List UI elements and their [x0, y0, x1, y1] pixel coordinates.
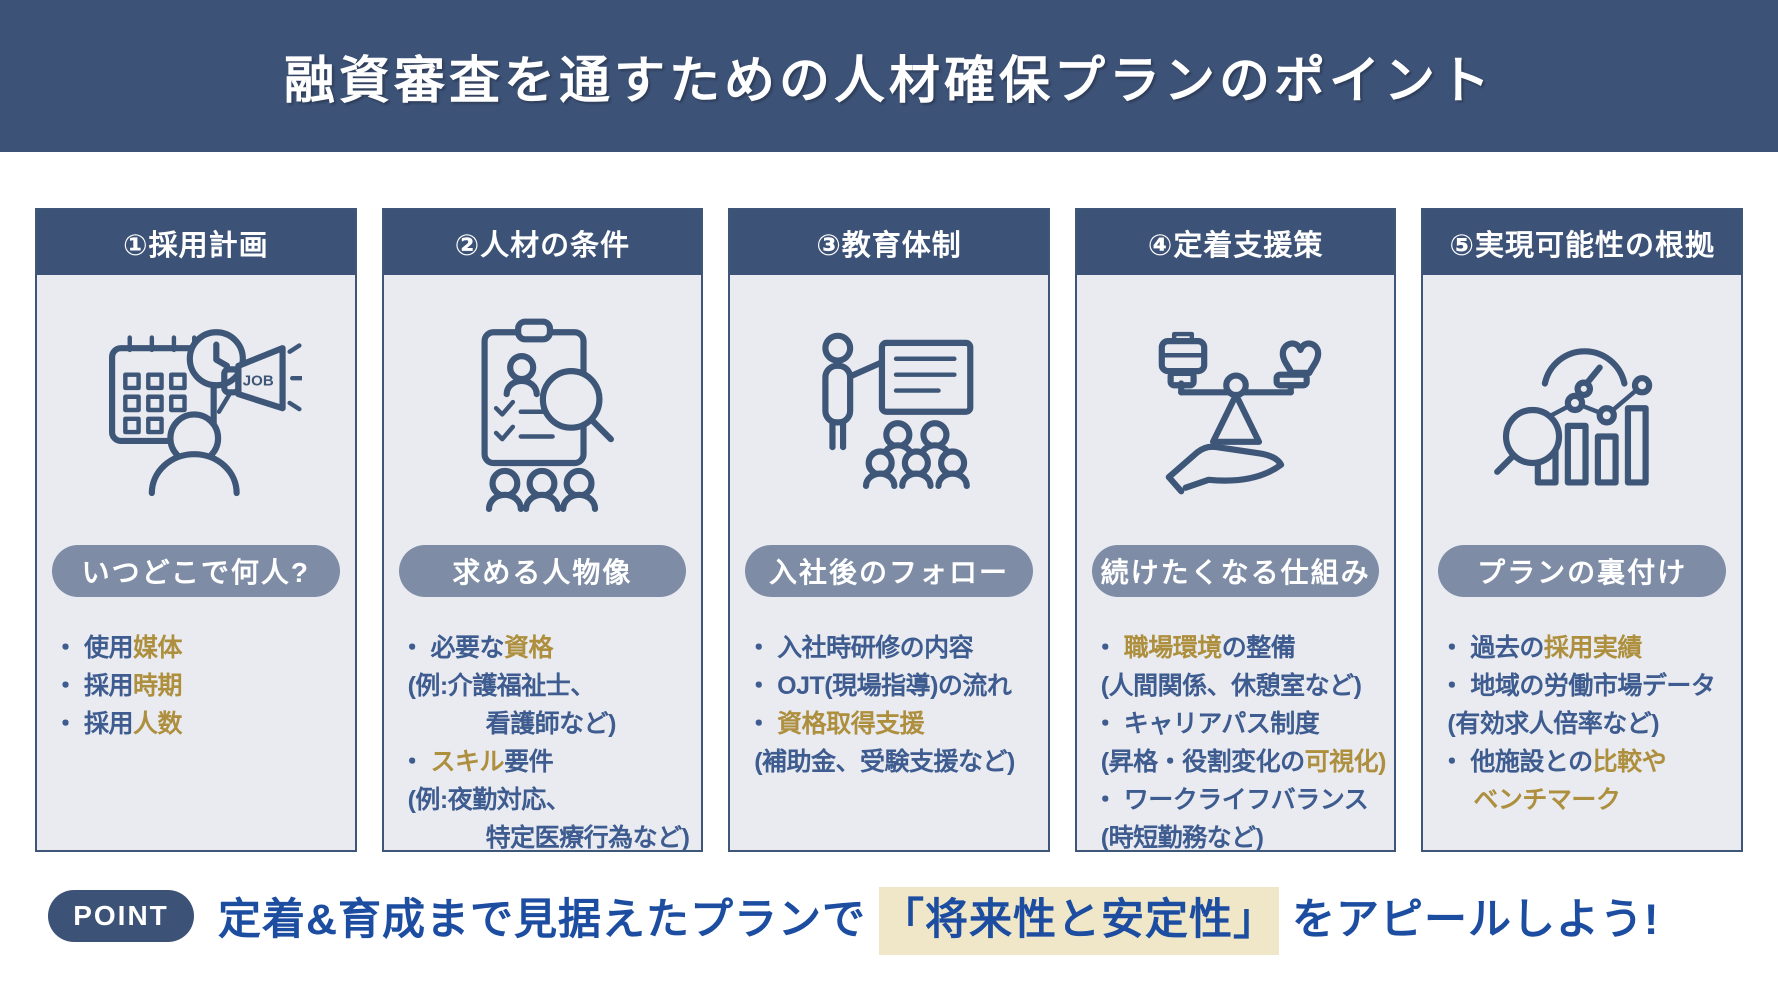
calendar-clock-megaphone-person-icon: JOB [37, 275, 355, 545]
column-pill-label: プランの裏付け [1438, 545, 1726, 597]
bullet-line: (昇格・役割変化の可視化) [1093, 743, 1387, 781]
text-segment: ・ 採用 [53, 710, 133, 738]
text-segment: 要件 [504, 748, 554, 776]
point-row: POINT 定着&育成まで見据えたプランで 「将来性と安定性」 をアピールしよう… [48, 885, 1660, 955]
text-segment: 看護師など) [485, 710, 617, 738]
bullet-line: ・ 地域の労働市場データ [1439, 667, 1733, 705]
bullet-line: ベンチマーク [1439, 781, 1733, 819]
text-segment: 定着&育成まで見据えたプランで [218, 896, 879, 944]
point-message: 定着&育成まで見据えたプランで 「将来性と安定性」 をアピールしよう! [218, 885, 1660, 955]
column-pill-label: 求める人物像 [398, 545, 687, 597]
plan-columns: ①採用計画 JOB [35, 208, 1743, 852]
bullet-line: ・ 職場環境の整備 [1093, 629, 1387, 667]
point-badge: POINT [48, 890, 194, 942]
hand-balance-briefcase-heart-icon [1077, 275, 1395, 545]
text-segment: の整備 [1221, 634, 1296, 662]
text-segment: ・ 地域の労働市場データ [1439, 672, 1716, 700]
bullet-line: (例:介護福祉士、 [400, 667, 694, 705]
column-training-system: ③教育体制 入社後のフォロー [728, 208, 1050, 852]
bullet-line: ・ 採用時期 [53, 667, 347, 705]
bullet-line: 特定医療行為など) [400, 819, 694, 857]
column-bullets: ・ 使用媒体・ 採用時期・ 採用人数 [37, 597, 355, 743]
text-segment: をアピールしよう! [1279, 896, 1660, 944]
text-segment: ・ 入社時研修の内容 [746, 634, 974, 662]
column-pill-label: いつどこで何人? [52, 545, 340, 597]
column-header: ③教育体制 [730, 210, 1048, 275]
text-segment: ベンチマーク [1473, 786, 1621, 814]
text-segment: (人間関係、休憩室など) [1100, 672, 1362, 700]
text-segment: ・ [746, 710, 778, 738]
column-header: ②人材の条件 [383, 210, 702, 275]
text-segment: 資格取得支援 [777, 710, 925, 738]
column-candidate-requirements: ②人材の条件 求める人物像 [381, 208, 704, 852]
column-feasibility-evidence: ⑤実現可能性の根拠 [1421, 208, 1743, 852]
column-bullets: ・ 入社時研修の内容・ OJT(現場指導)の流れ・ 資格取得支援(補助金、受験支… [730, 597, 1048, 781]
bullet-line: (有効求人倍率など) [1439, 705, 1733, 743]
text-segment: 採用実績 [1543, 634, 1643, 662]
text-segment: 時期 [132, 672, 183, 700]
trainer-whiteboard-audience-icon [730, 275, 1048, 545]
page-title: 融資審査を通すための人材確保プランのポイント [283, 52, 1494, 109]
column-bullets: ・ 必要な資格 (例:介護福祉士、看護師など) ・ スキル要件 (例:夜勤対応、特定医… [384, 597, 702, 857]
column-bullets: ・ 職場環境の整備 (人間関係、休憩室など) ・ キャリアパス制度 (昇格・役割変化の… [1077, 597, 1395, 857]
text-segment: ・ 採用 [53, 672, 133, 700]
text-segment: ・ ワークライフバランス [1092, 786, 1369, 814]
text-segment: 可視化 [1304, 748, 1379, 776]
text-segment: ・ [1092, 634, 1124, 662]
text-segment: ・ [399, 748, 431, 776]
bullet-line: (時短勤務など) [1093, 819, 1387, 857]
text-segment: ・ 必要な [399, 634, 505, 662]
svg-text:JOB: JOB [243, 372, 274, 389]
bullet-line: ・ スキル要件 [400, 743, 694, 781]
bullet-line: ・ 必要な資格 [400, 629, 694, 667]
bullet-line: ・ 採用人数 [53, 705, 347, 743]
column-header: ④定着支援策 [1076, 210, 1395, 275]
text-segment: ) [1378, 748, 1386, 776]
text-segment: ・ 他施設との [1439, 748, 1593, 776]
bullet-line: ・ 過去の採用実績 [1439, 629, 1733, 667]
highlighted-text: 「将来性と安定性」 [879, 887, 1279, 955]
bar-chart-gauge-magnifier-icon [1423, 275, 1741, 545]
title-banner: 融資審査を通すための人材確保プランのポイント [0, 0, 1778, 152]
text-segment: (例:介護福祉士、 [407, 672, 596, 700]
text-segment: 資格 [504, 634, 554, 662]
bullet-line: ・ キャリアパス制度 [1093, 705, 1387, 743]
text-segment: (例:夜勤対応、 [407, 786, 571, 814]
text-segment: ・ 過去の [1439, 634, 1544, 662]
text-segment: 比較や [1592, 748, 1667, 776]
text-segment: ・ 使用 [53, 634, 133, 662]
text-segment: (時短勤務など) [1100, 824, 1264, 852]
column-pill-label: 続けたくなる仕組み [1091, 545, 1380, 597]
bullet-line: ・ 資格取得支援 [746, 705, 1040, 743]
text-segment: スキル [430, 748, 505, 776]
bullet-line: (人間関係、休憩室など) [1093, 667, 1387, 705]
text-segment: ・ OJT(現場指導)の流れ [746, 672, 1012, 700]
text-segment: 媒体 [132, 634, 183, 662]
column-bullets: ・ 過去の採用実績・ 地域の労働市場データ (有効求人倍率など) ・ 他施設との比較… [1423, 597, 1741, 819]
bullet-line: ・ 使用媒体 [53, 629, 347, 667]
bullet-line: ・ OJT(現場指導)の流れ [746, 667, 1040, 705]
column-header: ⑤実現可能性の根拠 [1423, 210, 1741, 275]
column-pill-label: 入社後のフォロー [745, 545, 1033, 597]
text-segment: 人数 [132, 710, 183, 738]
bullet-line: ・ ワークライフバランス [1093, 781, 1387, 819]
text-segment: 特定医療行為など) [485, 824, 690, 852]
text-segment: (昇格・役割変化の [1100, 748, 1305, 776]
bullet-line: (補助金、受験支援など) [746, 743, 1040, 781]
clipboard-checklist-magnifier-people-icon [384, 275, 702, 545]
column-header: ①採用計画 [37, 210, 355, 275]
bullet-line: ・ 他施設との比較や [1439, 743, 1733, 781]
column-recruitment-plan: ①採用計画 JOB [35, 208, 357, 852]
text-segment: ・ キャリアパス制度 [1092, 710, 1320, 738]
column-retention-support: ④定着支援策 続けたくなる仕組み ・ 職場環境の [1074, 208, 1397, 852]
bullet-line: (例:夜勤対応、 [400, 781, 694, 819]
text-segment: 職場環境 [1123, 634, 1223, 662]
text-segment: (補助金、受験支援など) [754, 748, 1015, 776]
bullet-line: ・ 入社時研修の内容 [746, 629, 1040, 667]
text-segment: (有効求人倍率など) [1447, 710, 1660, 738]
bullet-line: 看護師など) [400, 705, 694, 743]
